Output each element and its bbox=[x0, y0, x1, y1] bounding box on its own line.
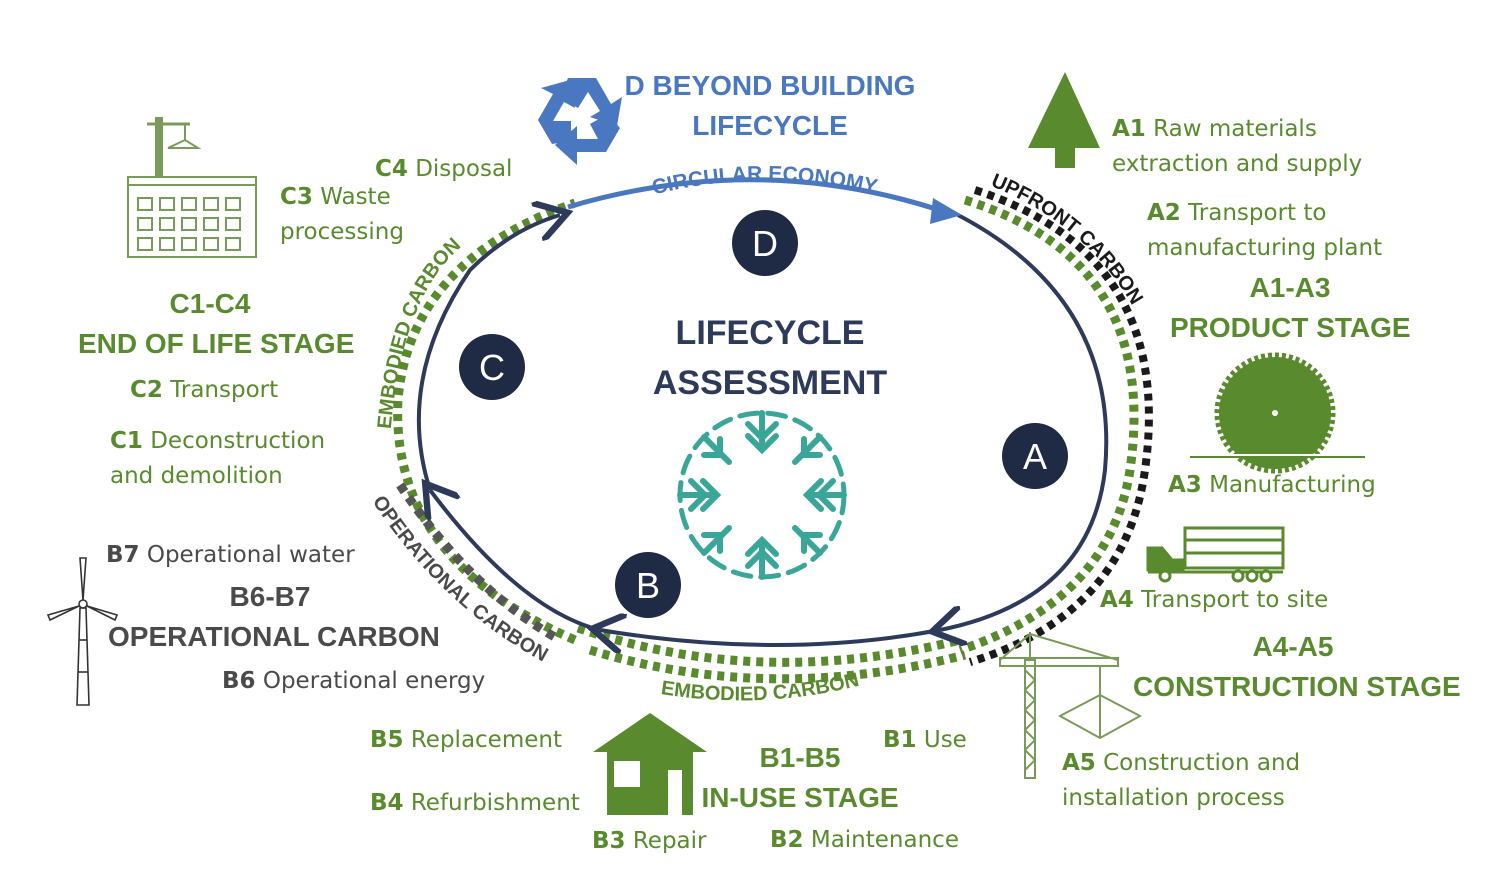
svg-text:D: D bbox=[752, 223, 778, 264]
stage-b-marker: B bbox=[615, 552, 681, 618]
upfront-carbon-band bbox=[958, 186, 1153, 666]
tree-icon bbox=[1028, 72, 1100, 168]
beyond-title-line1: D BEYOND BUILDING bbox=[624, 70, 916, 101]
end-of-life-stage-heading: C1-C4 END OF LIFE STAGE bbox=[78, 288, 355, 359]
b5-label: B5 Replacement bbox=[370, 727, 562, 753]
c1-label: C1 Deconstruction and demolition bbox=[110, 428, 326, 489]
a5-label: A5 Construction and installation process bbox=[1062, 750, 1301, 811]
crane-icon bbox=[999, 632, 1143, 779]
beyond-title-line2: LIFECYCLE bbox=[692, 110, 848, 141]
a1-label: A1 Raw materials extraction and supply bbox=[1112, 116, 1363, 177]
b3-label: B3 Repair bbox=[592, 828, 707, 854]
saw-blade-icon bbox=[1190, 352, 1365, 474]
operational-carbon-heading: B6-B7 OPERATIONAL CARBON bbox=[108, 581, 440, 652]
svg-text:C: C bbox=[479, 347, 505, 388]
c2-label: C2 Transport bbox=[130, 377, 279, 403]
beyond-building-title: D BEYOND BUILDING LIFECYCLE bbox=[620, 66, 920, 146]
lifecycle-assessment-title: LIFECYCLE ASSESSMENT bbox=[590, 308, 950, 408]
center-title-line1: LIFECYCLE bbox=[675, 314, 865, 352]
a2-label: A2 Transport to manufacturing plant bbox=[1147, 200, 1383, 261]
lifecycle-loop bbox=[416, 215, 1109, 645]
svg-text:B: B bbox=[636, 565, 660, 606]
b1-label: B1 Use bbox=[883, 727, 967, 753]
stage-a-marker: A bbox=[1002, 423, 1068, 489]
operational-carbon-band bbox=[396, 482, 563, 644]
stage-d-marker: D bbox=[732, 210, 798, 276]
wind-turbine-icon bbox=[46, 557, 119, 706]
recycle-icon bbox=[538, 78, 622, 165]
snowflake-logo-icon bbox=[677, 410, 847, 580]
a4-label: A4 Transport to site bbox=[1100, 587, 1329, 613]
svg-text:A: A bbox=[1023, 436, 1047, 477]
b2-label: B2 Maintenance bbox=[770, 827, 959, 853]
c3-label: C3 Waste processing bbox=[280, 184, 404, 245]
construction-stage-heading: A4-A5 CONSTRUCTION STAGE bbox=[1133, 631, 1461, 702]
building-crane-icon bbox=[127, 117, 257, 258]
stage-c-marker: C bbox=[459, 334, 525, 400]
center-title-line2: ASSESSMENT bbox=[652, 364, 888, 402]
house-icon bbox=[593, 713, 707, 815]
circular-economy-label: CIRCULAR ECONOMY bbox=[650, 162, 880, 199]
a3-label: A3 Manufacturing bbox=[1168, 472, 1376, 498]
c4-label: C4 Disposal bbox=[375, 156, 513, 182]
in-use-stage-heading: B1-B5 IN-USE STAGE bbox=[701, 742, 899, 813]
truck-icon bbox=[1146, 526, 1285, 583]
product-stage-heading: A1-A3 PRODUCT STAGE bbox=[1170, 272, 1411, 343]
embodied-carbon-band bbox=[393, 198, 967, 684]
circular-economy-arrow bbox=[567, 177, 962, 224]
b7-label: B7 Operational water bbox=[106, 542, 355, 568]
b6-label: B6 Operational energy bbox=[222, 668, 486, 694]
b4-label: B4 Refurbishment bbox=[370, 790, 580, 816]
